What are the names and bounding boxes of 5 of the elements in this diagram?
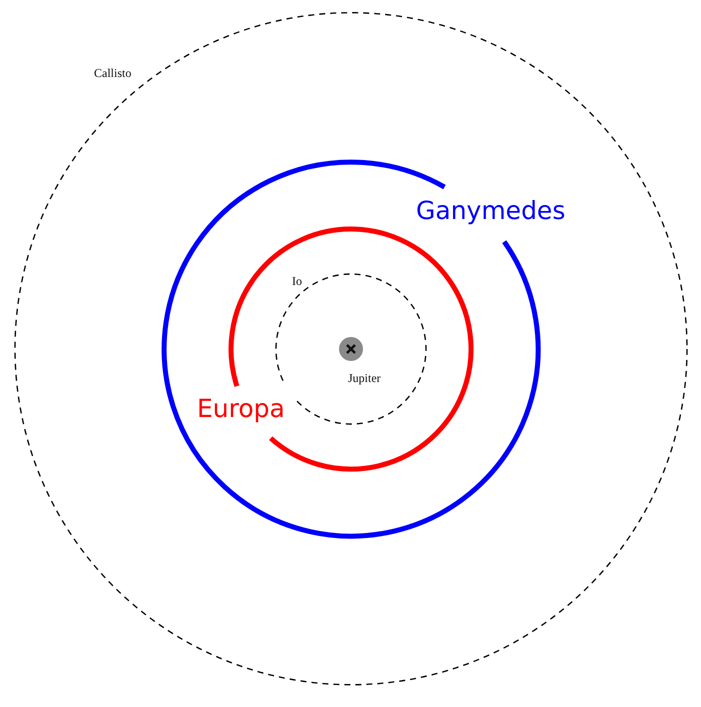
orbit-label: Europa [197, 396, 285, 421]
planet-label: Jupiter [348, 372, 381, 384]
orbit-label: Ganymedes [416, 198, 566, 223]
orbit-label: Io [292, 275, 302, 287]
orbit-label: Callisto [94, 67, 132, 79]
